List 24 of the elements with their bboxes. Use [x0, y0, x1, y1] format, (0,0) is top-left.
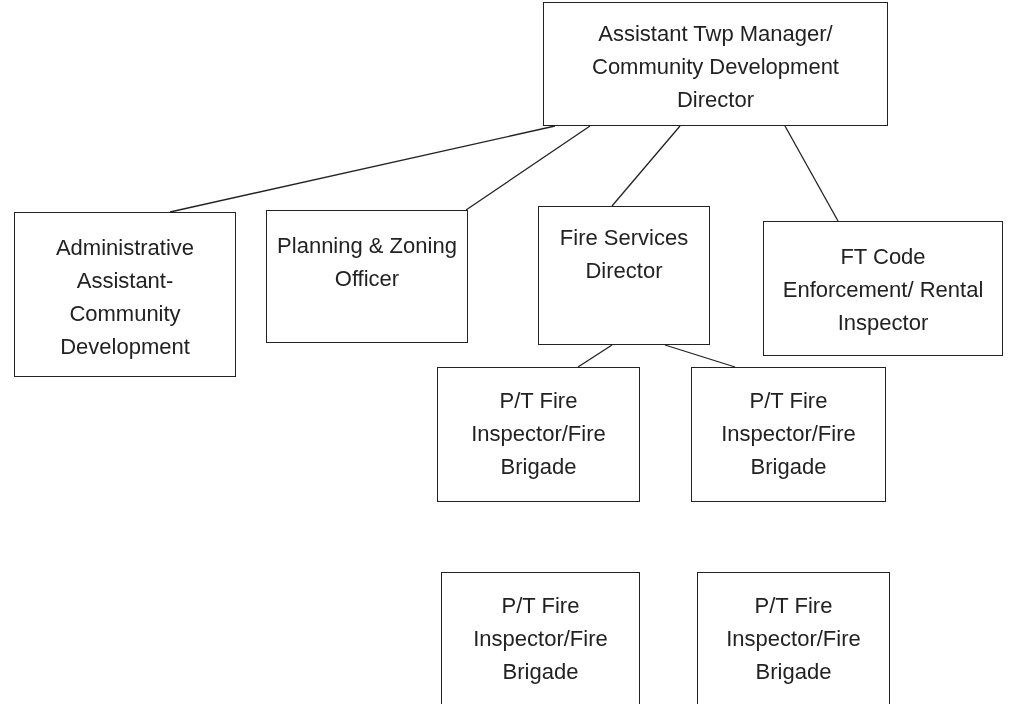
org-box [691, 367, 886, 502]
org-box [441, 572, 640, 704]
role-title: Planning & Zoning Officer [276, 232, 458, 293]
org-box [697, 572, 890, 704]
connector-line [611, 125, 681, 207]
role-title: P/T Fire Inspector/Fire Brigade [470, 387, 607, 481]
org-box [14, 212, 236, 377]
role-title: P/T Fire Inspector/Fire Brigade [725, 592, 862, 686]
connector-line [664, 344, 736, 368]
org-box [266, 210, 468, 343]
connector-line [577, 344, 613, 368]
role-title: Fire Services Director [558, 224, 690, 285]
org-box [437, 367, 640, 502]
connector-line [465, 125, 591, 211]
connector-line [169, 125, 556, 213]
role-title: Assistant Twp Manager/ Community Development Director [591, 20, 840, 114]
role-title: P/T Fire Inspector/Fire Brigade [720, 387, 857, 481]
role-title: FT Code Enforcement/ Rental Inspector [781, 243, 985, 337]
org-box [543, 2, 888, 126]
org-box [763, 221, 1003, 356]
role-title: Administrative Assistant- Community Development [54, 234, 196, 361]
role-title: P/T Fire Inspector/Fire Brigade [472, 592, 609, 686]
connector-line [784, 125, 839, 222]
org-box [538, 206, 710, 345]
